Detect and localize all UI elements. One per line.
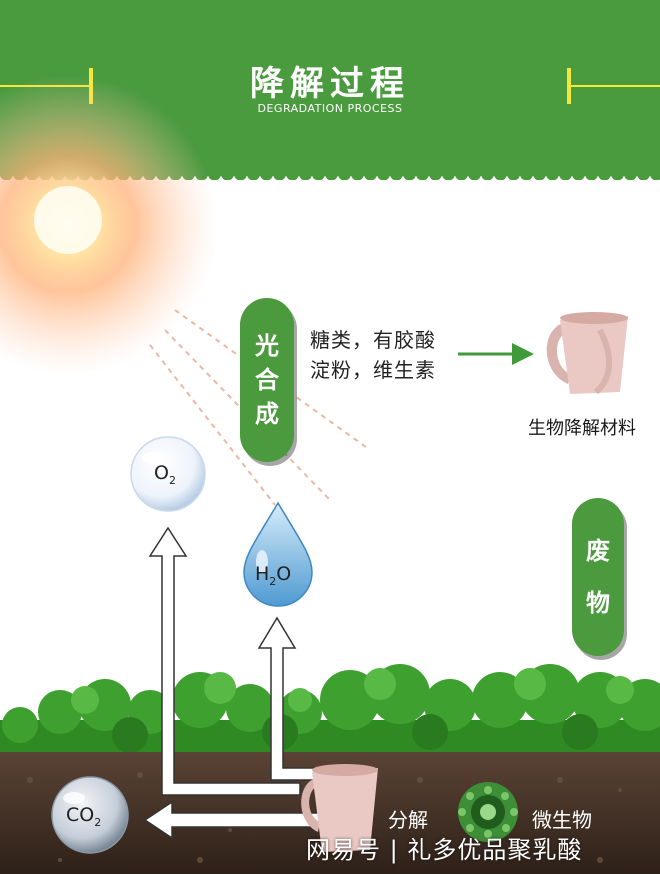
products-text-line-2: 淀粉，维生素: [310, 358, 436, 382]
microbe-icon: [458, 782, 518, 842]
arrow-up-o2: [148, 526, 301, 796]
arrow-left-co2: [143, 800, 321, 840]
photosynthesis-char-1: 光: [255, 332, 279, 360]
waste-char-2: 物: [586, 589, 610, 617]
arrow-to-material: [458, 343, 534, 365]
h2o-label: H2O: [255, 563, 292, 588]
page-subtitle: DEGRADATION PROCESS: [257, 102, 403, 115]
watermark: 网易号 | 礼多优品聚乳酸: [306, 836, 583, 864]
o2-label: O2: [154, 462, 176, 487]
material-label: 生物降解材料: [528, 418, 636, 439]
header-bar-right: [567, 68, 571, 104]
co2-label: CO2: [66, 804, 102, 829]
tree-line: [0, 664, 660, 760]
waste-char-1: 废: [586, 537, 610, 565]
header-line-right: [570, 85, 660, 87]
pla-cup-icon: [546, 312, 628, 395]
pla-cup-soil-icon: [301, 764, 378, 852]
products-text-line-1: 糖类，有胶酸: [310, 328, 436, 352]
photosynthesis-pill: 光 合 成: [240, 298, 294, 462]
page-title: 降解过程: [250, 64, 410, 104]
photosynthesis-char-2: 合: [255, 366, 279, 394]
microbe-label: 微生物: [532, 808, 592, 832]
photosynthesis-char-3: 成: [255, 400, 279, 428]
decompose-label: 分解: [388, 808, 428, 832]
sun-icon: [0, 75, 218, 375]
waste-pill: 废 物: [572, 498, 624, 656]
water-drop-icon: [243, 501, 313, 607]
